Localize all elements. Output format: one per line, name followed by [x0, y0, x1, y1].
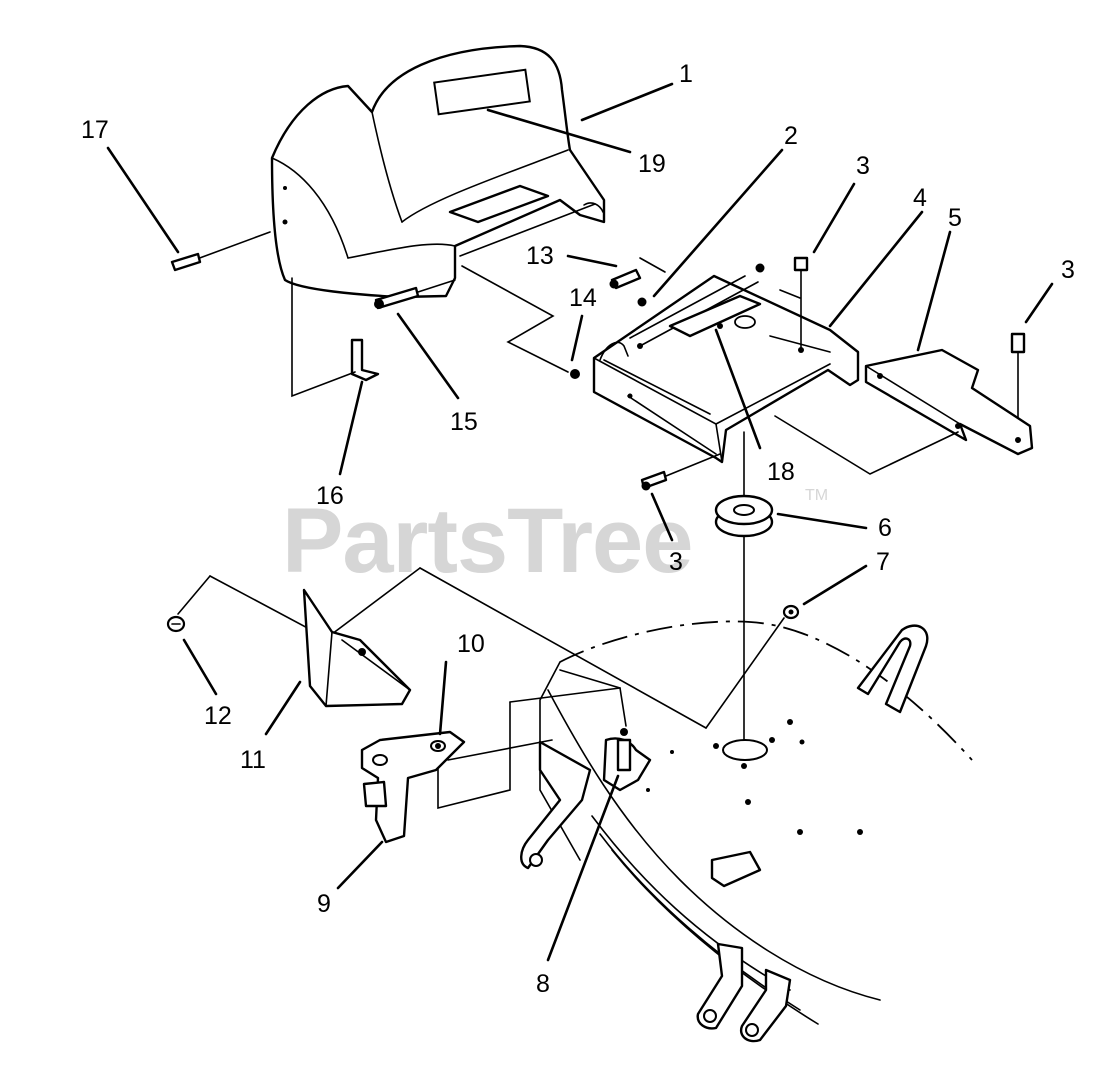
part-bolt-3-center: [793, 256, 809, 353]
callout-6: 6: [878, 514, 892, 542]
part-bolt-3-lower: [640, 453, 721, 491]
part-seat: [270, 44, 606, 299]
part-bracket-16: [291, 277, 380, 398]
watermark-text: PartsTree: [282, 490, 692, 592]
part-plate-5: [774, 348, 1034, 475]
callout-3-right: 3: [1061, 256, 1075, 284]
part-mower-deck: [177, 567, 973, 1043]
callout-13: 13: [526, 242, 554, 270]
callout-11: 11: [240, 746, 266, 774]
callout-17: 17: [81, 116, 109, 144]
callout-3-lower: 3: [669, 548, 683, 576]
callout-16: 16: [316, 482, 344, 510]
leader-lines: [106, 82, 1054, 962]
part-bracket-9: [360, 730, 553, 844]
callout-1: 1: [679, 60, 693, 88]
callout-19: 19: [638, 150, 666, 178]
part-seat-plate: [461, 257, 860, 464]
part-bolt-15: [374, 279, 456, 310]
callout-15: 15: [450, 408, 478, 436]
watermark-trademark: TM: [805, 487, 828, 504]
part-bolt-3-right: [1010, 332, 1026, 437]
callout-9: 9: [317, 890, 331, 918]
part-bolt-17: [170, 231, 271, 272]
callout-3-center: 3: [856, 152, 870, 180]
callout-4: 4: [913, 184, 927, 212]
part-bolt-13: [609, 268, 642, 290]
callout-5: 5: [948, 204, 962, 232]
part-screw-12: [166, 615, 186, 633]
callout-10: 10: [457, 630, 485, 658]
part-nut-14: [570, 369, 580, 379]
part-nut-7: [705, 604, 800, 729]
part-deflector-11: [302, 588, 412, 708]
callout-8: 8: [536, 970, 550, 998]
callout-labels: 1 2 3 3 3 4 5 6 7 8 9 10 11 12 13 14 15 …: [81, 60, 1075, 998]
callout-14: 14: [569, 284, 597, 312]
callout-2: 2: [784, 122, 798, 150]
part-pulley-6: [714, 431, 774, 741]
callout-12: 12: [204, 702, 232, 730]
callout-7: 7: [876, 548, 890, 576]
callout-18: 18: [767, 458, 795, 486]
